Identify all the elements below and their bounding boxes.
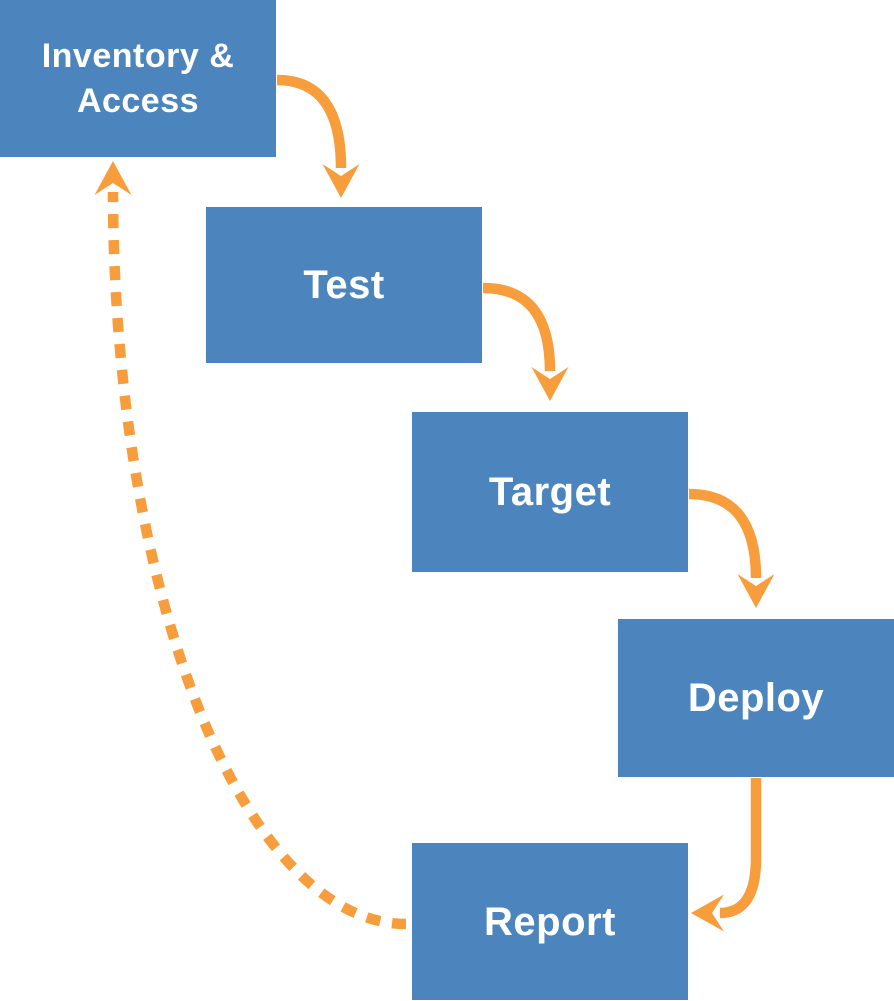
edge-inventory-to-test: [276, 74, 360, 198]
node-test: Test: [206, 207, 482, 363]
arrowhead-down-icon: [322, 164, 360, 198]
arrowhead-up-icon: [94, 161, 132, 195]
node-label: Target: [488, 470, 612, 514]
node-label: Deploy: [687, 676, 825, 720]
edge-test-to-target: [482, 282, 569, 401]
node-report: Report: [412, 843, 688, 1000]
edge-target-to-deploy: [688, 488, 775, 608]
arrowhead-down-icon: [531, 367, 569, 401]
node-label: Test: [303, 263, 385, 307]
arrowhead-left-icon: [691, 894, 724, 932]
edge-deploy-to-report: [691, 778, 762, 932]
arrowhead-down-icon: [737, 574, 775, 608]
node-label: Report: [484, 899, 616, 944]
node-inventory-access: Inventory & Access: [0, 0, 276, 157]
node-deploy: Deploy: [618, 619, 894, 777]
node-target: Target: [412, 412, 688, 572]
node-label: Inventory & Access: [41, 37, 235, 120]
